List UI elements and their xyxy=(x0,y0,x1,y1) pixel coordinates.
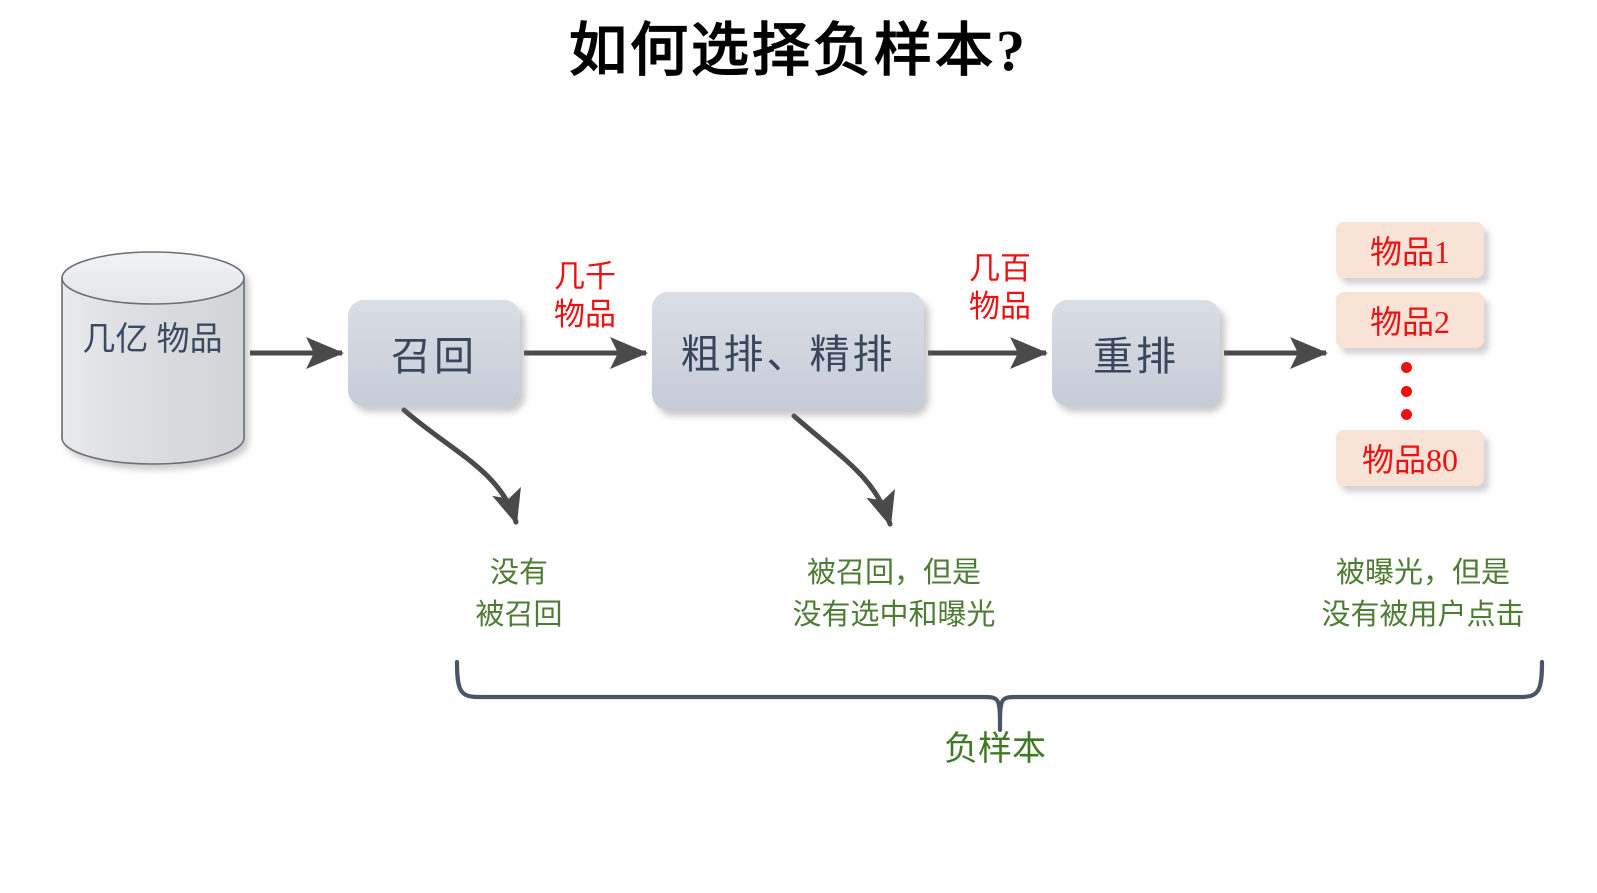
stage-box-recall[interactable]: 召回 xyxy=(348,300,520,406)
vertical-dots-icon xyxy=(1396,362,1416,420)
database-label: 几亿 物品 xyxy=(82,322,223,358)
stage-box-rerank[interactable]: 重排 xyxy=(1052,300,1220,406)
result-item-1[interactable]: 物品1 xyxy=(1336,222,1484,278)
flow-count-thousands: 几千 物品 xyxy=(554,259,616,332)
brace-label-negative-samples: 负样本 xyxy=(944,731,1046,768)
flow-count-hundreds: 几百 物品 xyxy=(969,251,1031,324)
note-not-recalled: 没有 被召回 xyxy=(475,557,563,631)
stage-box-rank[interactable]: 粗排、精排 xyxy=(652,292,924,410)
page-title: 如何选择负样本? xyxy=(568,18,1028,83)
note-exposed-not-clicked: 被曝光，但是 没有被用户点击 xyxy=(1321,557,1525,631)
result-item-80[interactable]: 物品80 xyxy=(1336,430,1484,486)
note-recalled-not-exposed: 被召回，但是 没有选中和曝光 xyxy=(792,557,996,631)
arrow-recall-dropout xyxy=(401,407,521,525)
arrow-rank-dropout xyxy=(791,413,896,527)
negative-sample-brace xyxy=(454,659,1545,733)
result-item-2[interactable]: 物品2 xyxy=(1336,292,1484,348)
